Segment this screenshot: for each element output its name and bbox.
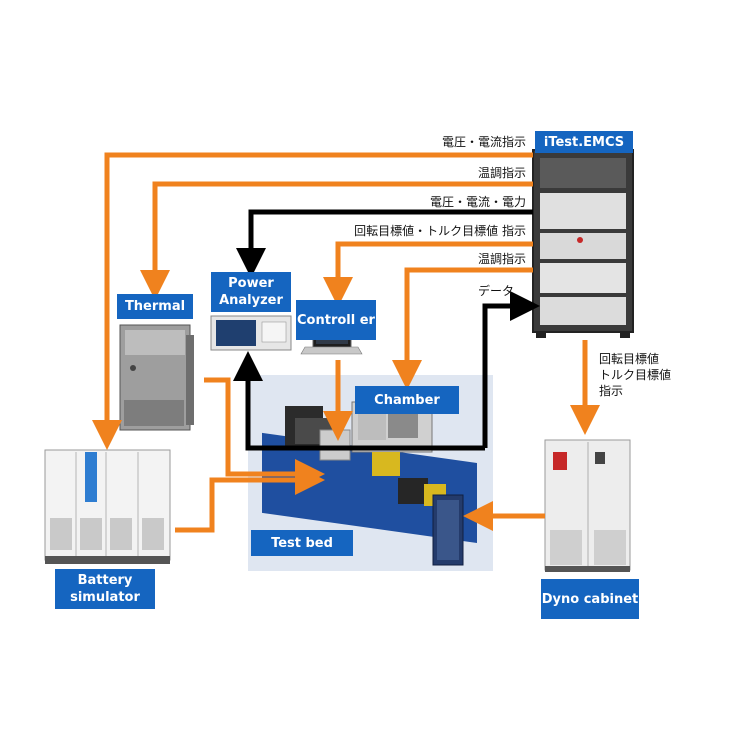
battery-to-testbed-line <box>175 465 325 533</box>
dyno-cabinet-image <box>544 439 631 572</box>
thermal-label: Thermal <box>117 294 193 319</box>
dyno-command-text-1: 回転目標値 <box>599 352 660 366</box>
temp-control-command-text-2: 温調指示 <box>477 252 526 266</box>
itest-label: iTest.EMCS <box>535 131 633 153</box>
temp-control-command-line-2 <box>392 267 533 390</box>
power-analyzer-image <box>210 315 292 351</box>
test-bed-label: Test bed <box>251 530 353 556</box>
command-lines <box>92 152 600 533</box>
dyno-command-text-3: 指示 <box>599 384 624 398</box>
voltage-current-power-text: 電圧・電流・電力 <box>429 195 526 209</box>
thermal-unit-image <box>119 324 194 431</box>
data-return-line <box>233 351 485 451</box>
data-text: データ <box>478 284 515 298</box>
measurement-lines <box>233 209 540 451</box>
temp-control-command-line-1 <box>140 181 533 300</box>
battery-simulator-image <box>44 449 171 564</box>
voltage-current-command-line <box>92 152 533 450</box>
dyno-command-text-2: トルク目標値 <box>599 368 672 382</box>
rotation-torque-command-line <box>323 241 533 307</box>
rotation-torque-command-text: 回転目標値・トルク目標値 指示 <box>354 224 526 238</box>
itest-rack-image <box>532 149 634 338</box>
dyno-cabinet-label: Dyno cabinet <box>541 579 639 619</box>
power-analyzer-label: Power Analyzer <box>211 272 291 312</box>
temp-control-command-text-1: 温調指示 <box>477 166 526 180</box>
data-line <box>482 291 540 448</box>
controller-label: Controll er <box>296 300 376 340</box>
thermal-to-testbed-line <box>204 377 325 489</box>
chamber-label: Chamber <box>355 386 459 414</box>
voltage-current-power-line <box>236 209 533 278</box>
voltage-current-command-text: 電圧・電流指示 <box>441 135 526 149</box>
battery-simulator-label: Battery simulator <box>55 569 155 609</box>
